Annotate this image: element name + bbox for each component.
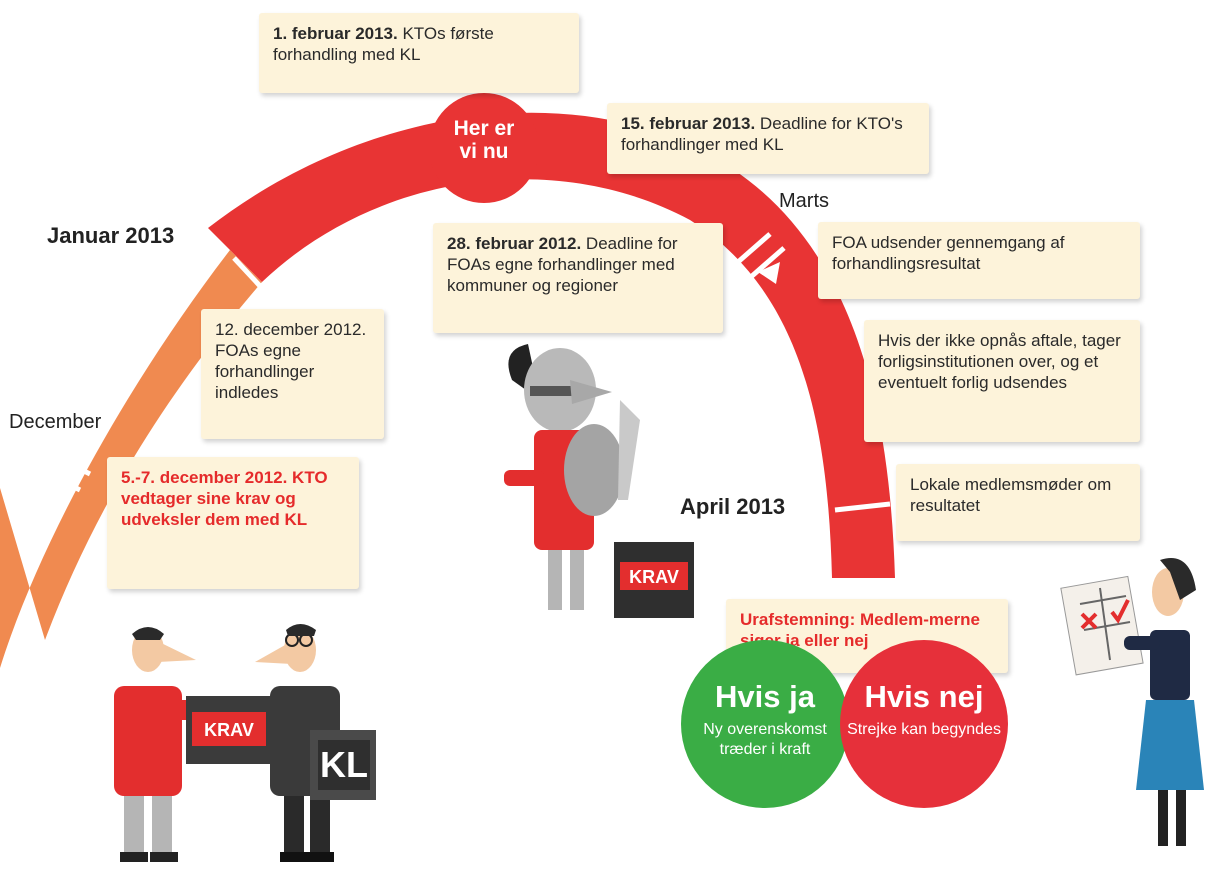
marker-december xyxy=(34,449,92,493)
figure-knight xyxy=(504,344,640,610)
event-feb1: 1. februar 2013. KTOs første forhandling… xyxy=(259,13,579,93)
figure-woman xyxy=(1060,558,1204,846)
outcome-no-title: Hvis nej xyxy=(864,679,984,714)
tick-januar-mark xyxy=(232,256,262,288)
here-line-1: Her er xyxy=(453,117,515,140)
outcome-no-text: Strejke kan begyndes xyxy=(847,721,1001,738)
folder-krav-left-label: KRAV xyxy=(204,720,254,740)
event-feb28-text: Deadline for FOAs egne forhandlinger med… xyxy=(447,234,678,295)
arc-segment-red xyxy=(208,112,895,579)
label-april: April 2013 xyxy=(680,494,786,519)
here-line-2: vi nu xyxy=(459,140,509,163)
event-feb1-date: 1. februar 2013. xyxy=(273,24,398,43)
outcome-yes-title: Hvis ja xyxy=(715,679,815,714)
outcome-no: Hvis nej Strejke kan begyndes xyxy=(840,640,1008,808)
figure-man-red xyxy=(114,627,222,862)
marker-marts xyxy=(736,232,786,284)
folder-kl-label: KL xyxy=(320,744,368,785)
folder-krav-knight xyxy=(614,542,694,618)
tick-april-mark xyxy=(834,501,891,513)
event-feb1-text: KTOs første forhandling med KL xyxy=(273,24,494,64)
folder-kl xyxy=(310,730,376,800)
outcome-yes: Hvis ja Ny overenskomst træder i kraft xyxy=(681,640,849,808)
event-dec5: 5.-7. december 2012. KTO vedtager sine k… xyxy=(107,457,359,589)
event-april1: Lokale medlemsmøder om resultatet xyxy=(896,464,1140,541)
label-januar: Januar 2013 xyxy=(47,223,175,248)
event-feb15-date: 15. februar 2013. xyxy=(621,114,756,133)
event-feb15-text: Deadline for KTO's forhandlinger med KL xyxy=(621,114,903,154)
outcome-yes-text: Ny overenskomst træder i kraft xyxy=(703,721,827,758)
folder-krav-left xyxy=(186,696,270,764)
event-marts1: FOA udsender gennemgang af forhandlingsr… xyxy=(818,222,1140,299)
event-marts2: Hvis der ikke opnås aftale, tager forlig… xyxy=(864,320,1140,442)
folder-krav-knight-label: KRAV xyxy=(629,567,679,587)
current-position-marker: Her er vi nu xyxy=(429,93,539,203)
label-december: December xyxy=(9,411,102,433)
event-feb28-date: 28. februar 2012. xyxy=(447,234,582,253)
event-dec12: 12. december 2012. FOAs egne forhandling… xyxy=(201,309,384,439)
label-marts: Marts xyxy=(779,190,829,212)
event-feb28: 28. februar 2012. Deadline for FOAs egne… xyxy=(433,223,723,333)
event-feb15: 15. februar 2013. Deadline for KTO's for… xyxy=(607,103,929,174)
